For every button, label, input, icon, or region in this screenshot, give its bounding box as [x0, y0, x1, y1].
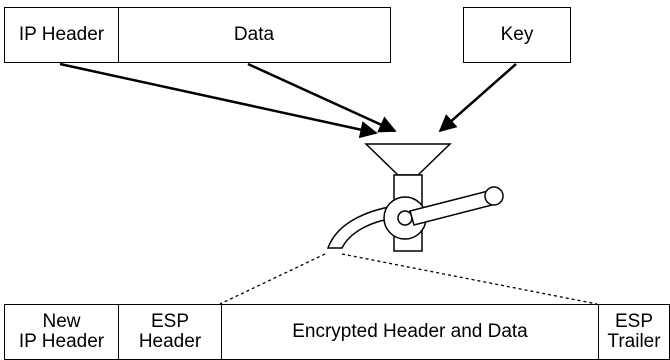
new-ip-header-label-line2: IP Header	[18, 331, 105, 352]
data-label: Data	[233, 24, 275, 46]
key-label: Key	[500, 24, 534, 46]
ip-header-field: IP Header	[5, 8, 118, 62]
original-packet: IP Header Data	[4, 7, 391, 63]
arrow-data-to-funnel	[247, 62, 397, 133]
grinder-icon	[326, 143, 504, 252]
esp-header-label-line2: Header	[138, 331, 202, 352]
divider-1	[118, 305, 119, 359]
encrypted-field: Encrypted Header and Data	[222, 305, 598, 359]
new-ip-header-field: New IP Header	[5, 305, 118, 359]
esp-header-field: ESP Header	[119, 305, 221, 359]
dotted-line-left	[219, 253, 326, 305]
divider-3	[598, 305, 599, 359]
arrow-key-to-funnel	[438, 63, 517, 133]
data-field: Data	[119, 8, 389, 62]
new-ip-header-label-line1: New	[42, 311, 81, 333]
esp-trailer-label-line2: Trailer	[607, 331, 661, 352]
esp-trailer-field: ESP Trailer	[599, 305, 669, 359]
divider-2	[221, 305, 222, 359]
arrow-ip-header-to-funnel	[59, 62, 378, 139]
encrypted-label: Encrypted Header and Data	[292, 321, 528, 343]
esp-header-label-line1: ESP	[150, 311, 190, 333]
key-box: Key	[463, 7, 571, 63]
ip-header-divider	[118, 8, 119, 62]
esp-packet: New IP Header ESP Header Encrypted Heade…	[4, 304, 670, 360]
esp-trailer-label-line1: ESP	[614, 311, 654, 333]
ip-header-label: IP Header	[18, 24, 105, 46]
dotted-line-right	[341, 253, 598, 305]
